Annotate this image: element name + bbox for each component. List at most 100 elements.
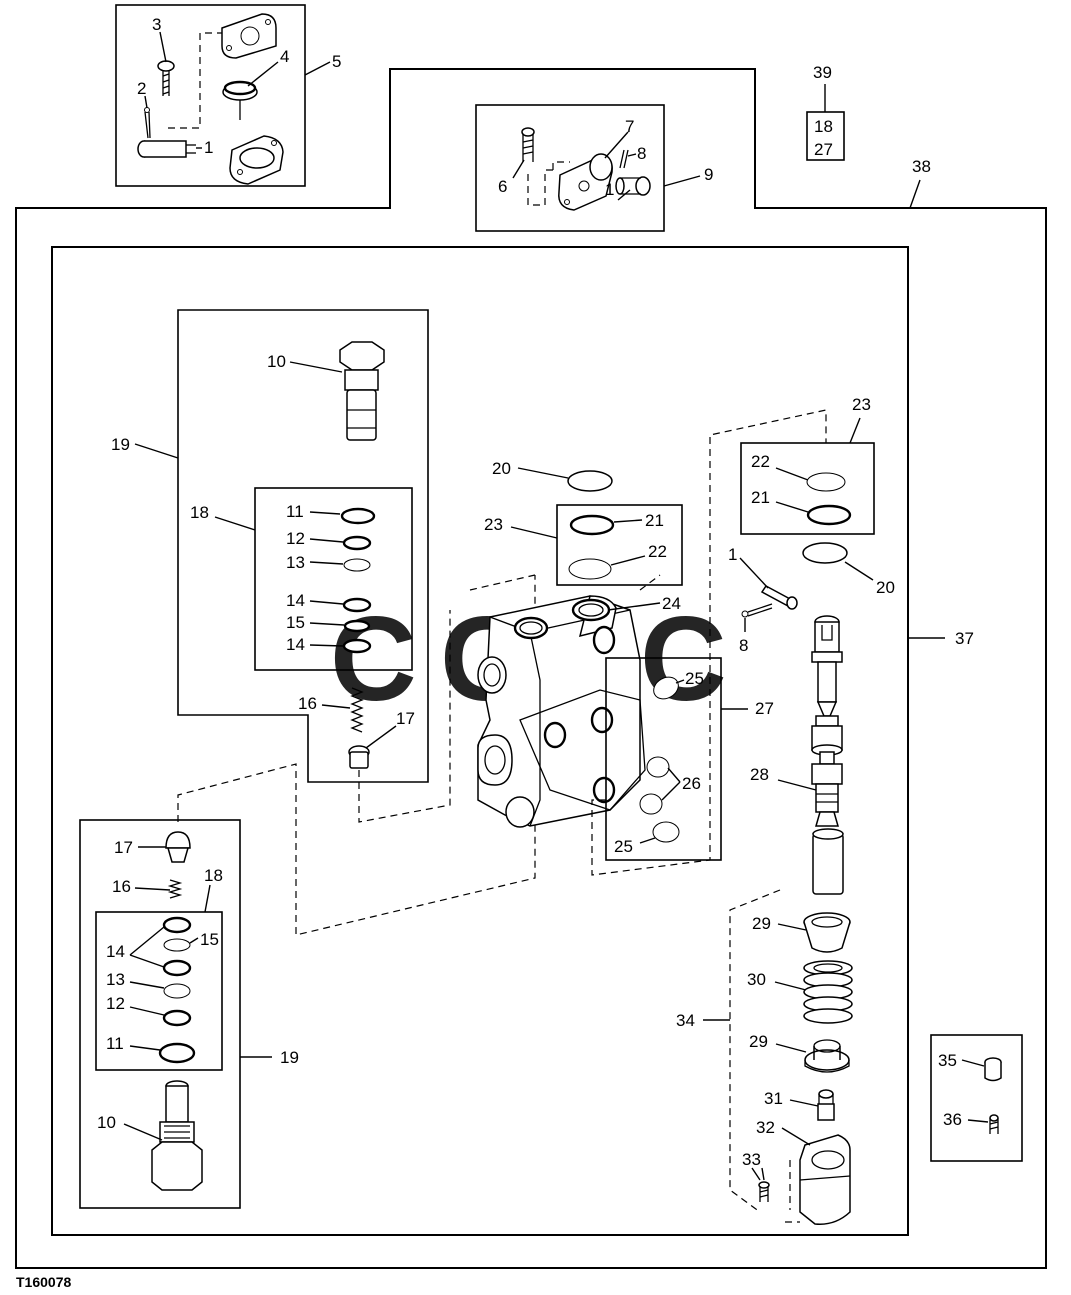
outer-frame-38 — [15, 68, 1047, 1269]
screw-36 — [989, 1114, 999, 1134]
leader-8-top — [627, 153, 637, 157]
callout-32: 32 — [756, 1118, 775, 1137]
spring-16-upper — [350, 687, 364, 733]
callout-1-top-left: 1 — [204, 138, 213, 157]
ring-26-bottom — [639, 793, 663, 815]
ring-22-center — [568, 558, 612, 580]
ring-15-lower — [163, 938, 191, 952]
cap-dashes — [785, 1160, 800, 1223]
ring-11-upper — [340, 507, 376, 525]
seal-kit-23-right-box — [740, 442, 875, 535]
leader-38 — [909, 179, 921, 209]
callout-18-upper: 18 — [190, 503, 209, 522]
callout-17-lower: 17 — [114, 838, 133, 857]
screw-33 — [758, 1181, 770, 1202]
poppet-17-lower — [165, 831, 191, 863]
callout-10-upper: 10 — [267, 352, 286, 371]
ring-25-bottom — [652, 821, 680, 843]
leader-7 — [604, 131, 629, 159]
callout-16-upper: 16 — [298, 694, 317, 713]
callout-24: 24 — [662, 594, 681, 613]
pin-1-right — [760, 585, 798, 610]
seal-kit-upper-box — [254, 487, 413, 671]
callout-13-lower: 13 — [106, 970, 125, 989]
callout-31: 31 — [764, 1089, 783, 1108]
callout-18-lower: 18 — [204, 866, 223, 885]
leader-2 — [144, 95, 148, 109]
callout-7: 7 — [625, 117, 634, 136]
callout-39: 39 — [813, 63, 832, 82]
callout-20-center: 20 — [492, 459, 511, 478]
plug-35 — [984, 1057, 1002, 1082]
leader-3 — [159, 31, 167, 63]
reference-18: 18 — [814, 117, 833, 136]
callout-16-lower: 16 — [112, 877, 131, 896]
gasket-kit-dashes — [168, 32, 225, 129]
callout-26: 26 — [682, 774, 701, 793]
seal-kit-27-box — [605, 657, 722, 861]
reference-box — [806, 111, 845, 161]
callout-1-right: 1 — [728, 545, 737, 564]
callout-14a-upper: 14 — [286, 591, 305, 610]
callout-35: 35 — [938, 1051, 957, 1070]
valve-body-10-lower — [151, 1080, 203, 1191]
ring-13-lower — [163, 983, 191, 999]
callout-14b-upper: 14 — [286, 635, 305, 654]
flange-bottom — [229, 135, 284, 185]
flange-top — [221, 13, 277, 59]
upper-valve-dashes — [358, 610, 451, 823]
ring-26-top — [646, 756, 670, 778]
callout-15-lower: 15 — [200, 930, 219, 949]
callout-27: 27 — [755, 699, 774, 718]
callout-8-right: 8 — [739, 636, 748, 655]
leader-6 — [512, 159, 525, 179]
ring-12-lower — [162, 1009, 192, 1027]
screw-6 — [521, 127, 535, 162]
callout-12-lower: 12 — [106, 994, 125, 1013]
pin-1-top-center — [615, 176, 651, 196]
callout-19-lower: 19 — [280, 1048, 299, 1067]
retainer-29-lower — [804, 1039, 850, 1073]
lever-plate-7 — [558, 153, 613, 211]
callout-20-right: 20 — [876, 578, 895, 597]
seal-kit-lower-box — [95, 911, 223, 1071]
spring-30 — [803, 960, 853, 1024]
callout-23-right: 23 — [852, 395, 871, 414]
ring-21-center — [569, 514, 615, 536]
screw-31 — [817, 1089, 835, 1121]
callout-34: 34 — [676, 1011, 695, 1030]
lower-valve-dashes — [177, 575, 536, 936]
callout-15-upper: 15 — [286, 613, 305, 632]
callout-11-lower: 11 — [106, 1034, 124, 1053]
callout-10-lower: 10 — [97, 1113, 116, 1132]
seal-kit-23-box — [556, 504, 683, 586]
callout-29-lower: 29 — [749, 1032, 768, 1051]
housing-dashes — [469, 574, 661, 591]
callout-28: 28 — [750, 765, 769, 784]
callout-11-upper: 11 — [286, 502, 304, 521]
lever-kit-dashes — [527, 161, 570, 206]
cap-32 — [799, 1134, 851, 1225]
figure-code: T160078 — [16, 1274, 71, 1290]
leader-9 — [663, 175, 701, 187]
ring-25-top — [653, 676, 679, 700]
relief-valve-lower-frame — [79, 819, 241, 1209]
ring-21-right — [806, 504, 852, 526]
callout-30: 30 — [747, 970, 766, 989]
ring-14b-upper — [342, 638, 372, 654]
plug-box — [930, 1034, 1023, 1162]
callout-21-center: 21 — [645, 511, 664, 530]
ring-14b-lower — [162, 959, 192, 977]
poppet-17-upper — [348, 745, 370, 769]
watermark-letter-1: C — [330, 592, 417, 726]
callout-5: 5 — [332, 52, 341, 71]
ring-13-upper — [343, 558, 371, 572]
callout-8-top: 8 — [637, 144, 646, 163]
callout-1-top-center: 1 — [605, 180, 614, 199]
gasket-kit-box — [115, 4, 306, 187]
callout-12-upper: 12 — [286, 529, 305, 548]
ring-22-right — [806, 472, 846, 492]
valve-body-10-upper — [339, 341, 385, 441]
callout-6: 6 — [498, 177, 507, 196]
